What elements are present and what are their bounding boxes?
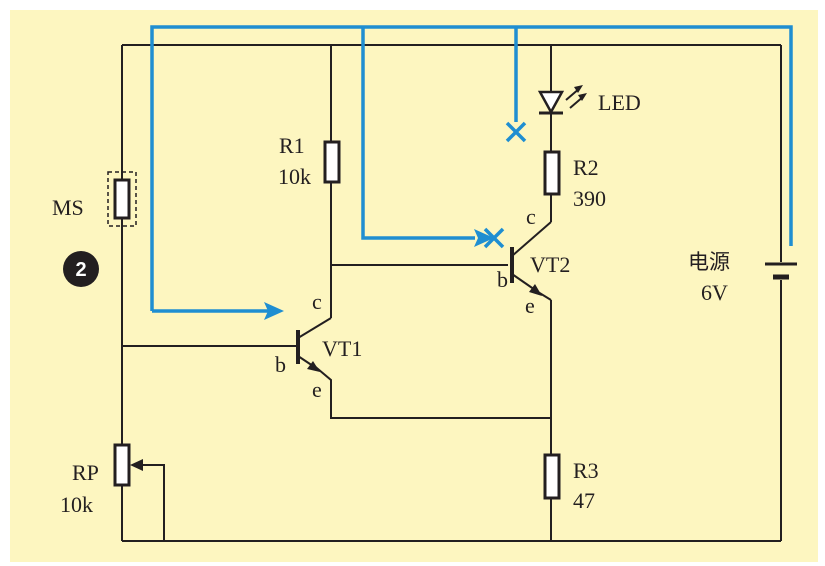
label-vt1-collector: c: [312, 289, 322, 314]
label-ms: MS: [52, 195, 84, 220]
step-badge: 2: [63, 251, 99, 287]
background-panel: [10, 10, 818, 562]
cross-mark-icon: [505, 121, 527, 143]
label-r3: R3: [573, 458, 599, 483]
cross-mark-icon: [483, 227, 505, 249]
label-rp-value: 10k: [60, 492, 93, 517]
label-rp: RP: [72, 460, 99, 485]
resistor-r3: [543, 453, 561, 500]
arrow-icon: [474, 229, 494, 247]
battery-icon: [765, 262, 797, 280]
switch-ms: [107, 171, 137, 227]
label-vt2-emitter: e: [525, 293, 535, 318]
transistor-vt2: [510, 221, 552, 301]
rp-wiper-arrow-icon: [130, 459, 143, 471]
resistor-r1: [323, 140, 341, 184]
label-r1: R1: [279, 133, 305, 158]
label-vt1: VT1: [322, 336, 362, 361]
label-vt2-collector: c: [526, 204, 536, 229]
resistor-r2: [543, 150, 561, 196]
label-vt2-base: b: [497, 267, 508, 292]
wiring: [121, 44, 782, 542]
label-power-voltage: 6V: [701, 280, 728, 305]
transistor-vt1: [296, 317, 332, 372]
led-diode-icon: [537, 85, 587, 115]
label-vt2: VT2: [530, 252, 570, 277]
label-vt1-emitter: e: [312, 377, 322, 402]
label-r1-value: 10k: [278, 164, 311, 189]
label-power-source: 电源: [688, 250, 730, 274]
label-r2: R2: [573, 155, 599, 180]
potentiometer-rp: [113, 443, 131, 487]
label-led: LED: [598, 90, 641, 115]
vt2-emitter-arrow-icon: [529, 284, 542, 296]
vt1-emitter-arrow-icon: [307, 361, 320, 372]
label-vt1-base: b: [275, 352, 286, 377]
label-r3-value: 47: [573, 488, 595, 513]
label-r2-value: 390: [573, 186, 606, 211]
step-badge-number: 2: [75, 259, 86, 281]
arrow-icon: [264, 302, 284, 320]
annotation-lines: [150, 25, 793, 320]
